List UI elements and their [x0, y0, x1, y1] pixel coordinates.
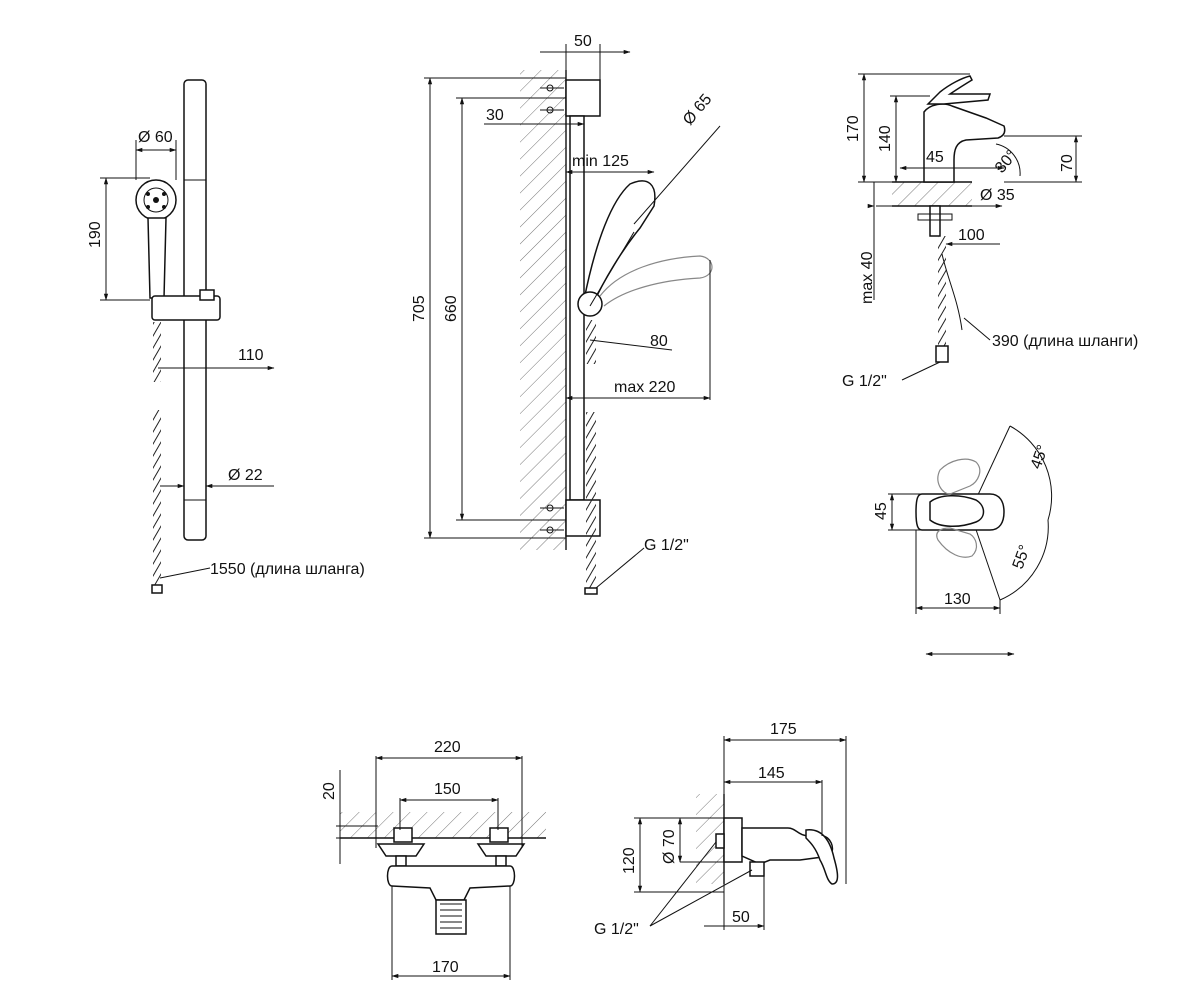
dim-bracket: 30: [486, 107, 504, 124]
lever-left: [937, 458, 981, 495]
dim-base-diameter: Ø 35: [980, 187, 1015, 204]
ghost-head: [599, 255, 713, 307]
wall-hatch: [520, 70, 566, 550]
dim-shank: 100: [958, 227, 985, 244]
dim-spacing: 660: [443, 295, 460, 322]
dim-max-thickness: max 40: [859, 251, 876, 304]
dim-spout-height: 140: [877, 125, 894, 152]
hose-upper: [153, 322, 161, 382]
shower-set-view: Ø 60 190 110 Ø 22 1550 (длина шланга): [87, 79, 365, 594]
shower-handle: [147, 217, 167, 299]
dim-length: 130: [944, 591, 971, 608]
bath-body: [386, 865, 516, 901]
side-lever: [805, 829, 839, 885]
bracket-top: [565, 79, 601, 117]
nut-right: [476, 843, 526, 857]
wall-hatch-front: [340, 812, 546, 838]
dim-angle-length: 80: [650, 333, 668, 350]
dim-head-diameter: Ø 65: [680, 91, 715, 129]
dim-head-height: 190: [87, 221, 104, 248]
head-joint: [577, 291, 603, 317]
flange: [723, 817, 743, 863]
nut-left: [376, 843, 426, 857]
dim-angle: 30°: [992, 147, 1021, 176]
label-thread: G 1/2": [644, 537, 689, 554]
shower-holder: [151, 295, 221, 321]
label-thread: G 1/2": [842, 373, 887, 390]
shower-bar-side-view: 50 30 705 660 Ø 65 min 125 80 max 220 G …: [411, 33, 721, 595]
dim-bar-offset: 110: [238, 347, 264, 364]
dim-angle-left: 45°: [1028, 443, 1052, 472]
shank: [929, 205, 941, 237]
diverter: [435, 899, 467, 935]
dim-width: 45: [873, 502, 890, 520]
bath-mixer-side-view: 175 145 120 Ø 70 50 G 1/2": [594, 721, 847, 938]
dim-depth: 175: [770, 721, 797, 738]
counter-hatch: [892, 182, 972, 206]
dim-reach: 70: [1059, 154, 1076, 172]
basin-mixer-side-view: 170 140 45 30° 70 Ø 35 100 max 40 390 (д…: [842, 73, 1138, 390]
dim-total-height: 170: [845, 115, 862, 142]
dim-depth-inner: 145: [758, 765, 785, 782]
lever-center: [929, 495, 985, 527]
mixer-body: [923, 103, 1006, 183]
outlet: [749, 861, 765, 877]
basin-mixer-top-view: 45 45° 55° 130: [873, 425, 1053, 657]
supply-hose: [938, 236, 946, 346]
dim-height: 120: [621, 847, 638, 874]
dim-max-reach: max 220: [614, 379, 675, 396]
dim-min-reach: min 125: [572, 153, 629, 170]
dim-head-diameter: Ø 60: [138, 129, 173, 146]
dim-bar-diameter: Ø 22: [228, 467, 263, 484]
mixer-lever: [926, 75, 992, 105]
label-hose-length: 1550 (длина шланга): [210, 561, 365, 578]
dim-total-height: 705: [411, 295, 428, 322]
dim-outlet: 50: [732, 909, 750, 926]
holder-knob: [199, 289, 215, 301]
label-thread: G 1/2": [594, 921, 639, 938]
dim-total-width: 220: [434, 739, 461, 756]
dim-wall-depth: 50: [574, 33, 592, 50]
hose-nut: [151, 584, 163, 594]
dim-width: 45: [926, 149, 944, 166]
dim-bottom-width: 170: [432, 959, 459, 976]
lever-right: [936, 527, 978, 558]
dim-wall: 20: [321, 782, 338, 800]
label-hose: 390 (длина шланги): [992, 333, 1138, 350]
dim-centers: 150: [434, 781, 461, 798]
dim-flange: Ø 70: [661, 829, 678, 864]
hose-lower: [153, 410, 161, 585]
dim-angle-right: 55°: [1010, 543, 1034, 572]
bath-mixer-front-view: 220 150 20 170: [321, 739, 546, 980]
